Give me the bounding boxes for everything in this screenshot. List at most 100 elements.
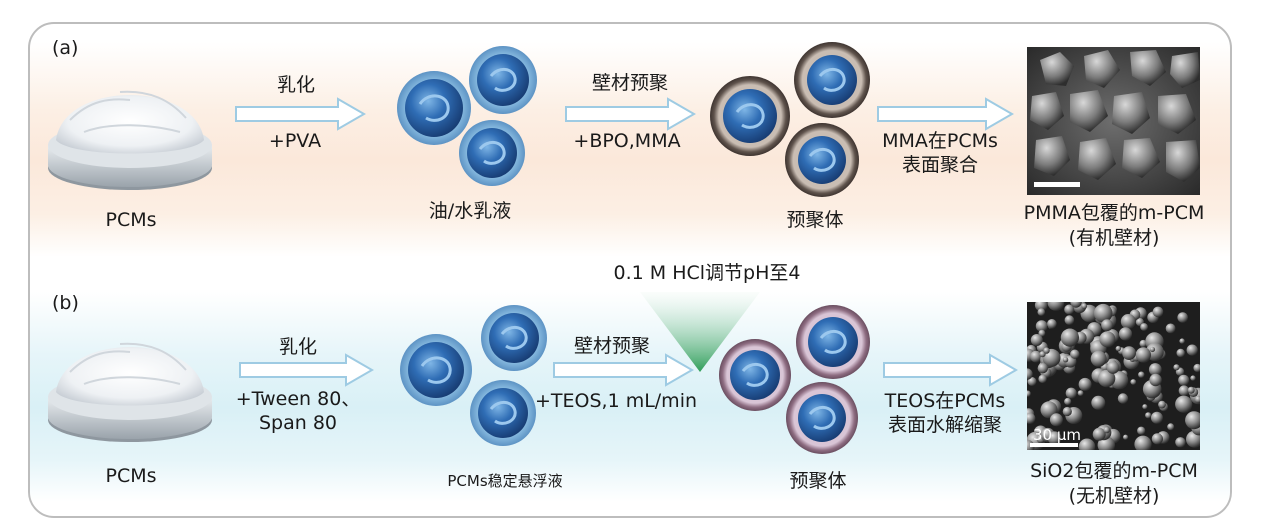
a-caption-pcms: PCMs: [105, 209, 157, 231]
sem-sphere: [1101, 319, 1113, 332]
sem-sphere: [1123, 434, 1129, 440]
arrow-b2: [553, 353, 695, 387]
sem-sphere: [1140, 323, 1148, 331]
b-caption-pcms: PCMs: [105, 465, 157, 487]
sem-sphere: [1070, 349, 1080, 359]
sem-sphere: [1038, 329, 1046, 337]
sem-sphere: [1145, 412, 1152, 419]
sem-sphere: [1185, 411, 1200, 430]
sem-sphere: [1138, 371, 1145, 378]
sem-sphere: [1064, 315, 1075, 325]
sem-sphere: [1178, 374, 1190, 386]
a-step2-top: 壁材预聚: [591, 72, 669, 94]
sem-image-sio2: [1027, 302, 1200, 450]
a-caption-emulsion: 油/水乳液: [428, 200, 512, 222]
b-step3-line1: TEOS在PCMs: [884, 390, 1006, 412]
sem-sphere: [1047, 431, 1062, 446]
b-funnel-label: 0.1 M HCl调节pH至4: [613, 262, 801, 284]
sem-sphere: [1152, 306, 1164, 318]
sem-sphere: [1091, 395, 1106, 410]
sem-sphere: [1106, 361, 1120, 374]
a-step3-line2: 表面聚合: [901, 154, 979, 176]
a-step2-bottom: +BPO,MMA: [573, 130, 681, 152]
b-step3-line2: 表面水解缩聚: [887, 414, 1003, 436]
sem-sphere: [1047, 319, 1057, 329]
sem-sphere: [1175, 395, 1193, 413]
sem-sphere: [1186, 344, 1198, 356]
scale-bar-a: [1034, 182, 1080, 187]
sem-image-pmma: [1027, 47, 1200, 195]
sem-sphere: [1177, 312, 1188, 323]
sem-sphere: [1034, 302, 1048, 312]
sem-sphere: [1030, 350, 1042, 363]
sem-sphere: [1062, 406, 1072, 417]
a-caption-prepolymer: 预聚体: [786, 209, 844, 231]
sem-sphere: [1078, 438, 1096, 450]
sem-sphere: [1149, 373, 1162, 387]
panel-b-label: (b): [52, 292, 79, 314]
sem-sphere: [1027, 368, 1033, 380]
sem-sphere: [1078, 377, 1092, 391]
sem-sphere: [1077, 390, 1084, 396]
pcms-bowl-b: [48, 342, 212, 442]
sem-sphere: [1099, 331, 1116, 348]
sem-sphere: [1092, 427, 1106, 441]
sem-sphere: [1190, 375, 1196, 381]
sem-sphere: [1065, 387, 1077, 399]
a-caption-product: PMMA包覆的m-PCM: [1023, 202, 1205, 224]
sem-sphere: [1130, 379, 1137, 385]
sem-sphere: [1117, 393, 1129, 404]
sem-sphere: [1194, 395, 1200, 404]
sem-sphere: [1120, 314, 1136, 329]
b-caption-suspension: PCMs稳定悬浮液: [447, 472, 563, 490]
suspension-droplets-b: [400, 305, 547, 446]
sem-sphere: [1049, 413, 1063, 427]
b-step1-top: 乳化: [278, 336, 318, 358]
sem-sphere: [1070, 302, 1082, 308]
sem-sphere: [1037, 308, 1046, 316]
sem-sphere: [1090, 350, 1107, 367]
scale-bar-b: [1030, 443, 1078, 447]
sem-sphere: [1027, 377, 1037, 386]
a-step3-line1: MMA在PCMs: [882, 130, 998, 152]
arrow-b3: [883, 353, 1019, 387]
b-caption-prepolymer: 预聚体: [789, 470, 847, 492]
b-step2-bottom: +TEOS,1 mL/min: [534, 390, 698, 412]
sem-sphere: [1047, 302, 1065, 311]
acid-funnel: [640, 292, 760, 372]
emulsion-droplets-a: [397, 46, 537, 186]
b-step1-bottom-1: +Tween 80、: [235, 388, 361, 410]
sem-sphere: [1193, 363, 1200, 373]
sem-sphere: [1165, 323, 1176, 334]
sem-sphere: [1149, 346, 1156, 353]
sem-sphere: [1187, 386, 1195, 394]
sem-sphere: [1081, 303, 1088, 309]
b-step2-top: 壁材预聚: [573, 335, 651, 357]
arrow-b1: [239, 353, 375, 387]
sem-sphere: [1093, 303, 1113, 323]
sem-sphere: [1176, 348, 1185, 358]
arrow-a3: [877, 97, 1015, 131]
sem-sphere: [1043, 347, 1050, 354]
sem-sphere: [1139, 339, 1147, 348]
sem-sphere: [1173, 364, 1180, 371]
sem-sphere: [1038, 374, 1047, 384]
sem-sphere: [1037, 363, 1049, 374]
a-step1-bottom: +PVA: [268, 130, 322, 152]
sem-sphere: [1035, 320, 1048, 332]
sem-sphere: [1167, 423, 1175, 431]
a-step1-top: 乳化: [276, 74, 316, 96]
sem-sphere: [1178, 385, 1190, 397]
sem-sphere: [1064, 304, 1075, 315]
sem-sphere: [1027, 390, 1031, 397]
sem-sphere: [1060, 328, 1079, 347]
sem-sphere: [1040, 401, 1058, 419]
sem-sphere: [1134, 435, 1152, 450]
sem-sphere: [1179, 338, 1185, 344]
pcms-bowl-a: [48, 90, 212, 190]
sem-sphere: [1062, 357, 1069, 363]
sem-sphere: [1064, 397, 1072, 406]
b-scale-bar-label: 30 μm: [1033, 426, 1082, 444]
sem-sphere: [1142, 404, 1148, 410]
